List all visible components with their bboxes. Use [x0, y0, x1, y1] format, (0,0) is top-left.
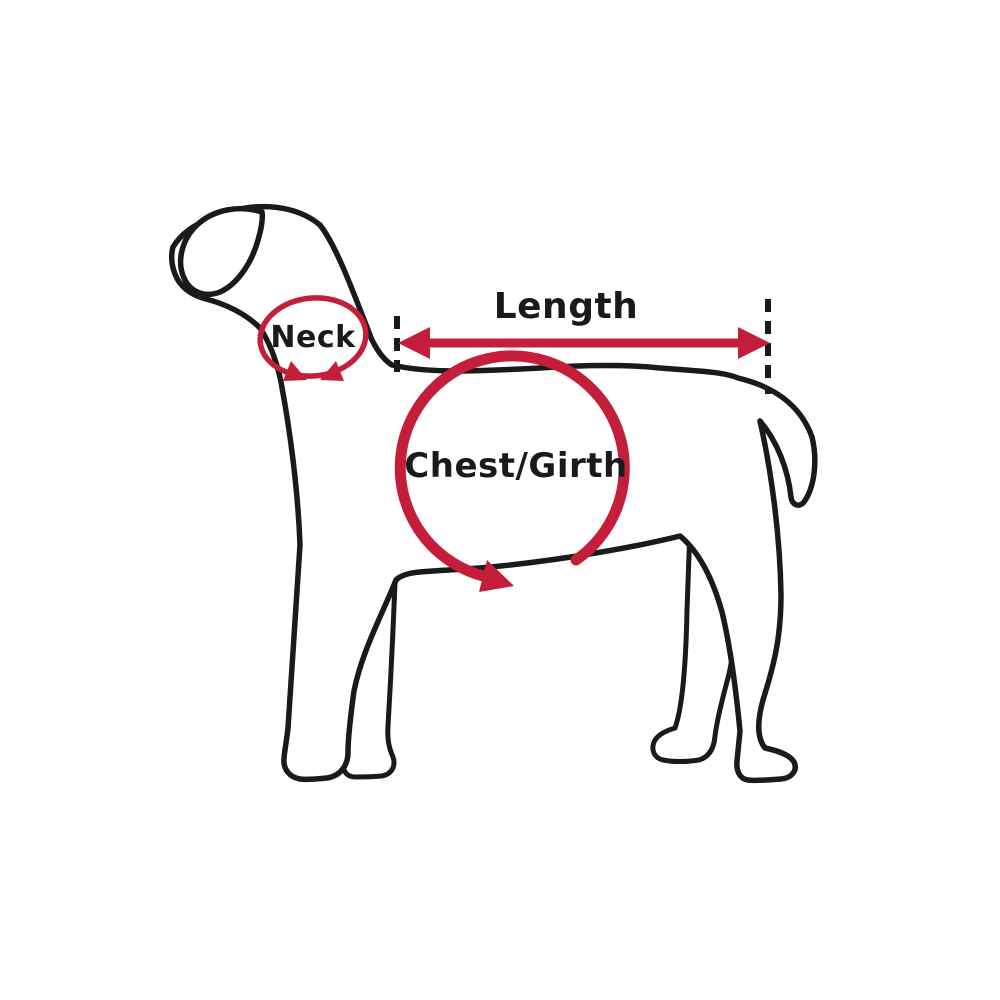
length-arrowhead-left	[398, 327, 430, 359]
chest-girth-arc	[394, 350, 630, 582]
chest-girth-measure: Chest/Girth	[394, 350, 630, 592]
neck-label: Neck	[270, 320, 356, 355]
neck-measure: Neck	[257, 295, 369, 381]
length-label: Length	[494, 286, 639, 327]
dog-ear	[177, 205, 265, 298]
neck-ellipse	[257, 295, 369, 379]
dog-body-outline	[168, 203, 818, 784]
chest-girth-arrowhead	[479, 560, 514, 592]
chest-girth-label: Chest/Girth	[404, 446, 627, 486]
length-arrowhead-right	[738, 327, 770, 359]
neck-arrowhead-right	[320, 361, 344, 381]
length-measure: Length	[394, 286, 771, 394]
neck-arrowhead-left	[283, 361, 307, 381]
